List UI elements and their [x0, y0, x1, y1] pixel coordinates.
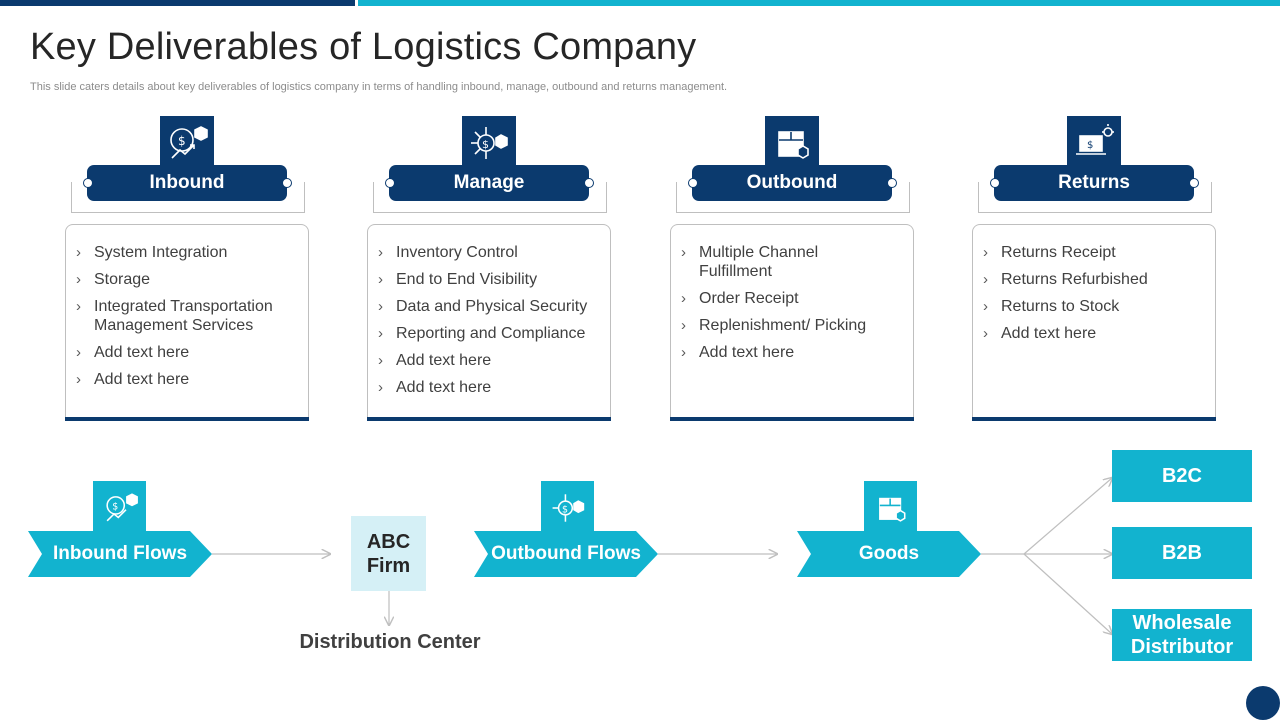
- list-item: ›Integrated Transportation Management Se…: [76, 298, 273, 334]
- card-bottom-bar: [972, 417, 1216, 421]
- card-bottom-bar: [65, 417, 309, 421]
- list-item: ›System Integration: [76, 244, 228, 261]
- column-header: Outbound: [692, 165, 892, 201]
- deliverable-column-inbound: $ Inbound ›System Integration ›Storage ›…: [65, 116, 311, 422]
- column-header: Inbound: [87, 165, 287, 201]
- connector-dot: [1189, 178, 1199, 188]
- card-bottom-bar: [670, 417, 914, 421]
- list-item: ›Returns Refurbished: [983, 271, 1148, 288]
- connector-dot: [584, 178, 594, 188]
- deliverable-column-manage: $ Manage ›Inventory Control ›End to End …: [367, 116, 613, 422]
- list-item: ›Storage: [76, 271, 151, 288]
- list-item: ›Add text here: [378, 379, 492, 396]
- connector-dot: [887, 178, 897, 188]
- money-growth-icon: $: [160, 116, 214, 170]
- list-item: ›Order Receipt: [681, 290, 799, 307]
- list-item: ›Data and Physical Security: [378, 298, 588, 315]
- page-title: Key Deliverables of Logistics Company: [30, 26, 697, 68]
- list-item: ›End to End Visibility: [378, 271, 538, 288]
- list-item: ›Inventory Control: [378, 244, 518, 261]
- svg-text:$: $: [178, 134, 186, 148]
- header-outline: [71, 182, 305, 213]
- b2c-box: B2C: [1112, 450, 1252, 502]
- package-box-icon: [864, 481, 917, 534]
- inbound-flows-arrow: Inbound Flows: [28, 531, 212, 577]
- header-outline: [373, 182, 607, 213]
- top-accent-bar-dark: [0, 0, 355, 6]
- connector-dot: [83, 178, 93, 188]
- outbound-flows-arrow: Outbound Flows: [474, 531, 658, 577]
- wholesale-distributor-box: Wholesale Distributor: [1112, 609, 1252, 661]
- header-outline: [676, 182, 910, 213]
- laptop-money-icon: $: [1067, 116, 1121, 170]
- list-item: ›Returns to Stock: [983, 298, 1120, 315]
- connector-dot: [688, 178, 698, 188]
- connector-dot: [282, 178, 292, 188]
- package-box-icon: [765, 116, 819, 170]
- svg-text:$: $: [1087, 140, 1093, 151]
- money-growth-icon: $: [93, 481, 146, 534]
- column-header: Returns: [994, 165, 1194, 201]
- card-bottom-bar: [367, 417, 611, 421]
- list-item: ›Multiple Channel Fulfillment: [681, 244, 819, 280]
- deliverables-card: ›System Integration ›Storage ›Integrated…: [65, 224, 309, 418]
- list-item: ›Add text here: [76, 371, 190, 388]
- column-header: Manage: [389, 165, 589, 201]
- list-item: ›Add text here: [76, 344, 190, 361]
- goods-arrow: Goods: [797, 531, 981, 577]
- svg-text:$: $: [562, 504, 568, 515]
- top-accent-bar-light: [358, 0, 1280, 6]
- deliverables-card: ›Inventory Control ›End to End Visibilit…: [367, 224, 611, 418]
- connector-dot: [385, 178, 395, 188]
- list-item: ›Reporting and Compliance: [378, 325, 586, 342]
- svg-text:$: $: [112, 501, 118, 512]
- deliverable-column-outbound: Outbound ›Multiple Channel Fulfillment ›…: [670, 116, 916, 422]
- list-item: ›Returns Receipt: [983, 244, 1116, 261]
- corner-decoration: [1246, 686, 1280, 720]
- deliverable-column-returns: $ Returns ›Returns Receipt ›Returns Refu…: [972, 116, 1218, 422]
- network-cube-icon: $: [462, 116, 516, 170]
- distribution-center-label: Distribution Center: [299, 631, 481, 653]
- list-item: ›Add text here: [378, 352, 492, 369]
- page-subtitle: This slide caters details about key deli…: [30, 81, 728, 93]
- abc-firm-box: ABC Firm: [351, 516, 426, 591]
- connector-dot: [990, 178, 1000, 188]
- list-item: ›Add text here: [983, 325, 1097, 342]
- b2b-box: B2B: [1112, 527, 1252, 579]
- svg-text:$: $: [482, 138, 489, 151]
- network-cube-icon: $: [541, 481, 594, 534]
- deliverables-card: ›Returns Receipt ›Returns Refurbished ›R…: [972, 224, 1216, 418]
- list-item: ›Add text here: [681, 344, 795, 361]
- deliverables-card: ›Multiple Channel Fulfillment ›Order Rec…: [670, 224, 914, 418]
- header-outline: [978, 182, 1212, 213]
- list-item: ›Replenishment/ Picking: [681, 317, 867, 334]
